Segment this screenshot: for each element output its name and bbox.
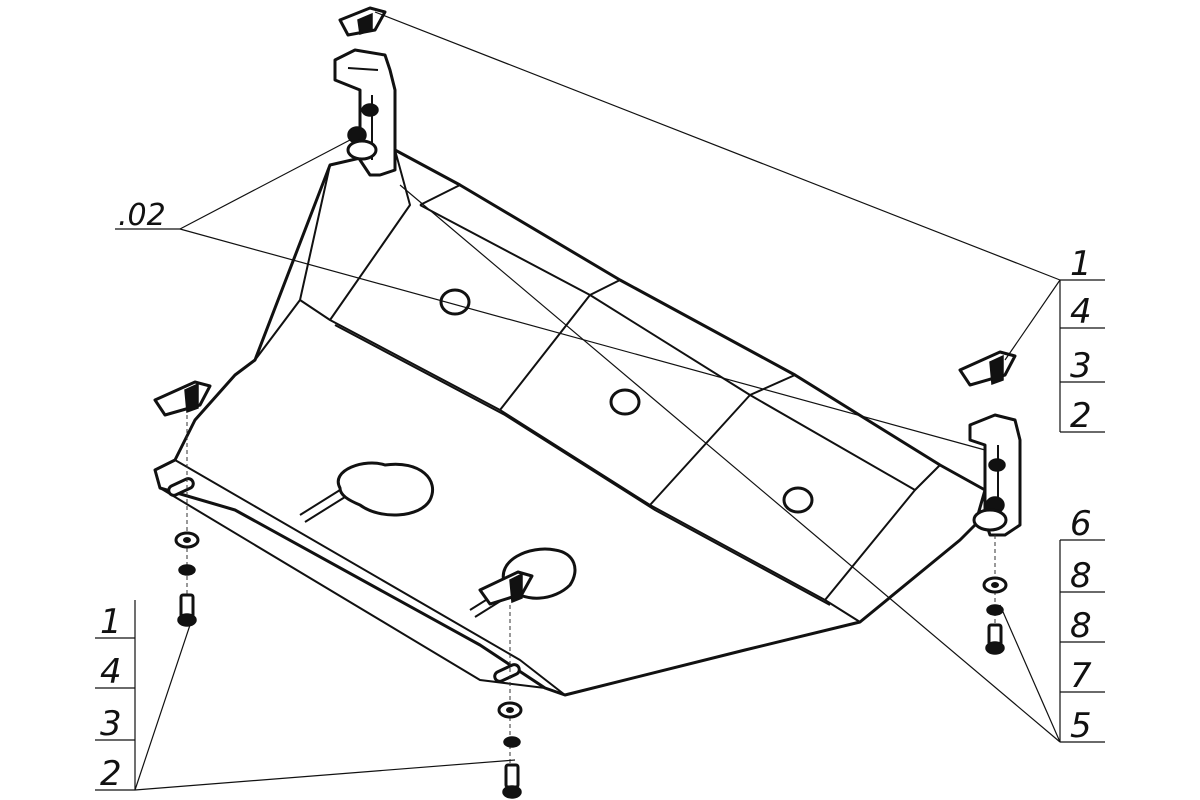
fastener-stack-center (497, 605, 523, 800)
label-mr-7: 7 (1070, 656, 1092, 696)
label-bl-4: 4 (100, 652, 122, 692)
bracket-top-left (333, 6, 397, 177)
label-part-02: .02 (118, 198, 166, 233)
label-box-bottom-left (95, 637, 135, 741)
label-mr-8a: 8 (1070, 556, 1092, 596)
label-mr-5: 5 (1070, 706, 1092, 746)
label-tr-1: 1 (1070, 244, 1092, 284)
label-bl-1: 1 (100, 602, 122, 642)
leader-lines (95, 11, 1105, 791)
label-tr-3: 3 (1070, 346, 1092, 386)
fastener-stack-right (982, 535, 1008, 655)
label-bl-2: 2 (100, 754, 122, 794)
bracket-right (958, 350, 1022, 537)
label-tr-4: 4 (1070, 292, 1092, 332)
label-bl-3: 3 (100, 704, 122, 744)
fastener-stack-left (174, 415, 200, 627)
clip-left (153, 380, 212, 417)
label-tr-2: 2 (1070, 396, 1092, 436)
label-box-top-right (1060, 327, 1105, 433)
label-mr-6: 6 (1070, 504, 1092, 544)
label-box-mid-right (1060, 539, 1105, 693)
skid-plate (153, 148, 987, 697)
label-mr-8b: 8 (1070, 606, 1092, 646)
clip-center (478, 570, 534, 606)
